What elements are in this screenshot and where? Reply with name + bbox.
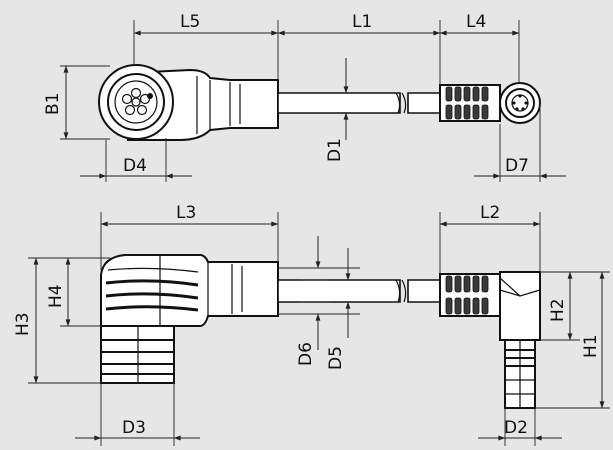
label-L4: L4	[466, 12, 486, 32]
label-D1: D1	[325, 138, 345, 162]
label-D2: D2	[504, 418, 528, 438]
bottom-male-connector	[439, 271, 541, 409]
label-H3: H3	[13, 312, 33, 336]
label-H2: H2	[548, 298, 568, 322]
label-B1: B1	[43, 93, 63, 115]
top-view: L5 L1 L4 B1 D4 D1 D7	[43, 12, 566, 182]
bottom-cable	[277, 279, 401, 303]
label-D6: D6	[296, 342, 316, 366]
label-L3: L3	[176, 203, 196, 223]
label-D7: D7	[505, 156, 529, 176]
bottom-view: L3 L2 H3 H4 H2 H1 D3 D2 D6 D5	[13, 203, 610, 446]
bottom-female-connector	[100, 254, 279, 384]
label-H4: H4	[46, 284, 66, 308]
label-L1: L1	[352, 12, 372, 32]
top-male-connector	[439, 82, 541, 124]
label-L2: L2	[480, 203, 500, 223]
label-D5: D5	[326, 346, 346, 370]
label-H1: H1	[581, 334, 601, 358]
label-L5: L5	[180, 12, 200, 32]
label-D4: D4	[123, 156, 147, 176]
top-cable	[277, 92, 401, 114]
label-D3: D3	[122, 418, 146, 438]
top-female-connector	[98, 64, 279, 141]
